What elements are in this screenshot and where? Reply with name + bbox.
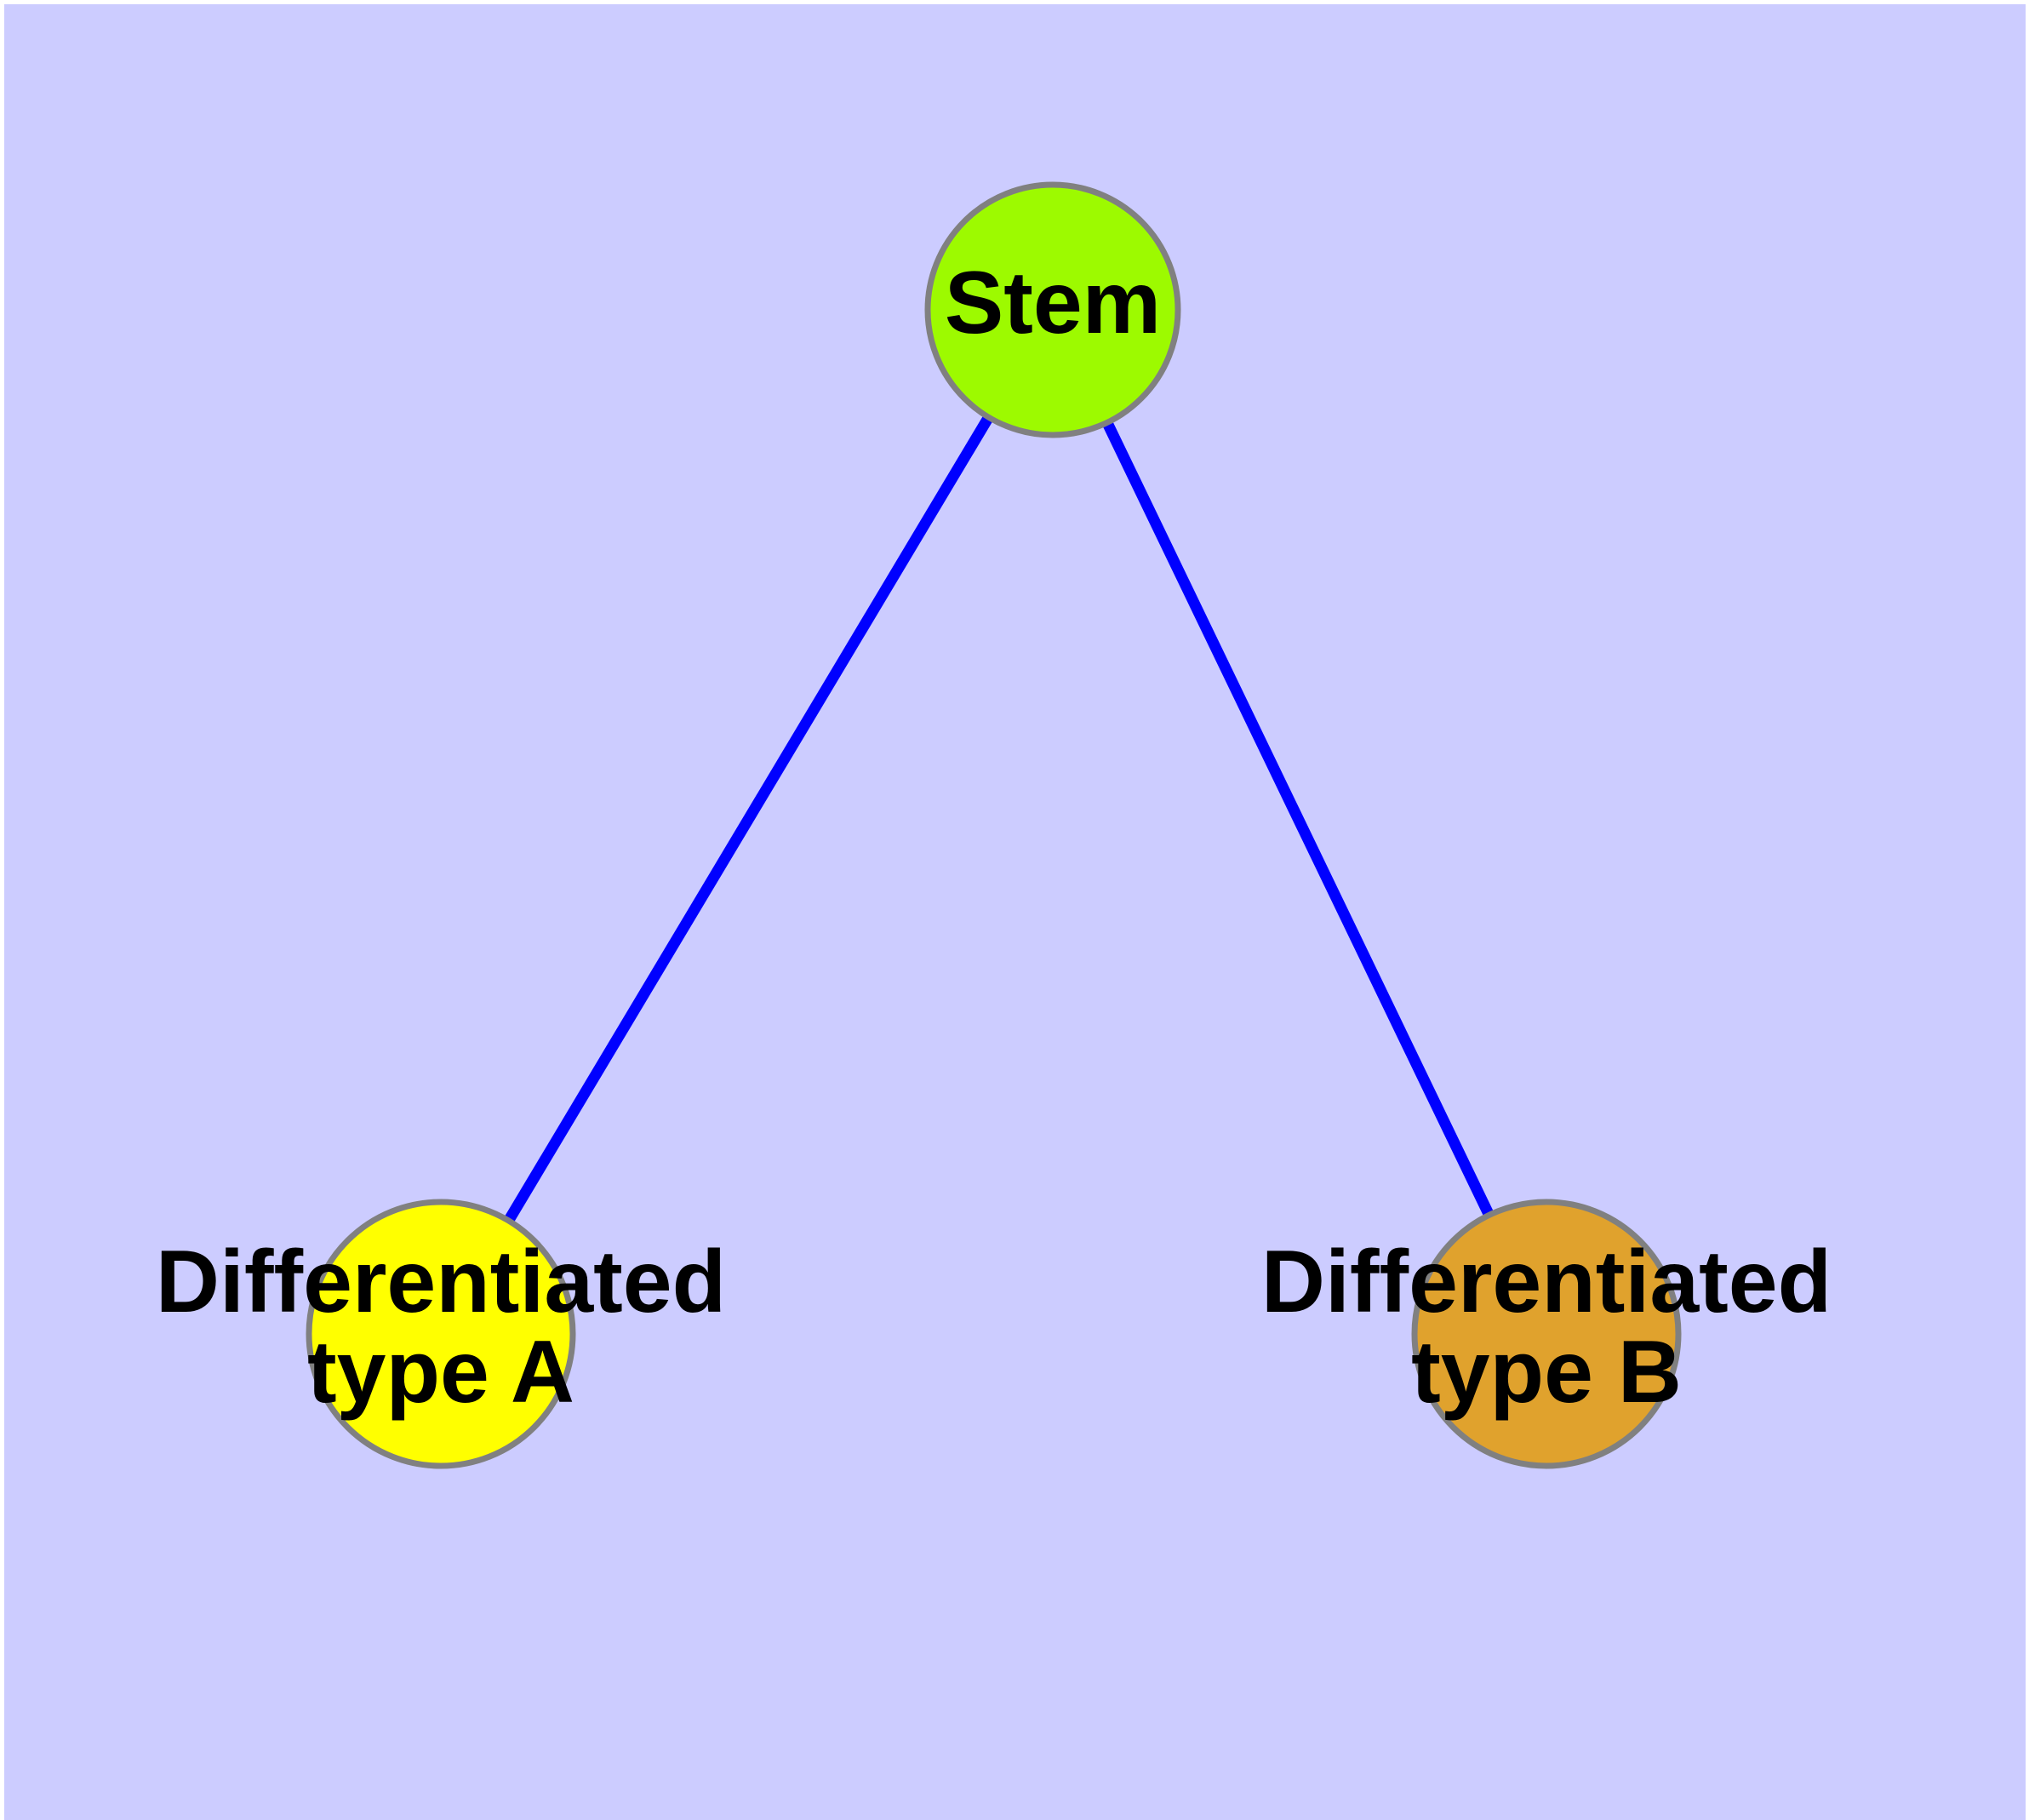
- graph-edge-stem-to-diff-b[interactable]: [1048, 307, 1552, 1336]
- graph-node-label-line: Stem: [945, 254, 1161, 352]
- graph-edge-stem-to-diff-a[interactable]: [436, 306, 1058, 1337]
- graph-node-label-line: type B: [1411, 1324, 1682, 1422]
- edges-layer: [436, 306, 1552, 1337]
- graph-node-stem[interactable]: [924, 181, 1181, 438]
- graph-node-diff-b[interactable]: [1411, 1199, 1682, 1469]
- graph-node-label-stem: Stem: [945, 254, 1161, 352]
- graph-node-diff-a[interactable]: [306, 1199, 576, 1469]
- graph-node-label-line: Differentiated: [1261, 1233, 1832, 1331]
- graph-node-label-line: Differentiated: [156, 1233, 726, 1331]
- graph-node-label-line: type A: [307, 1324, 574, 1422]
- nodes-layer: [306, 181, 1682, 1469]
